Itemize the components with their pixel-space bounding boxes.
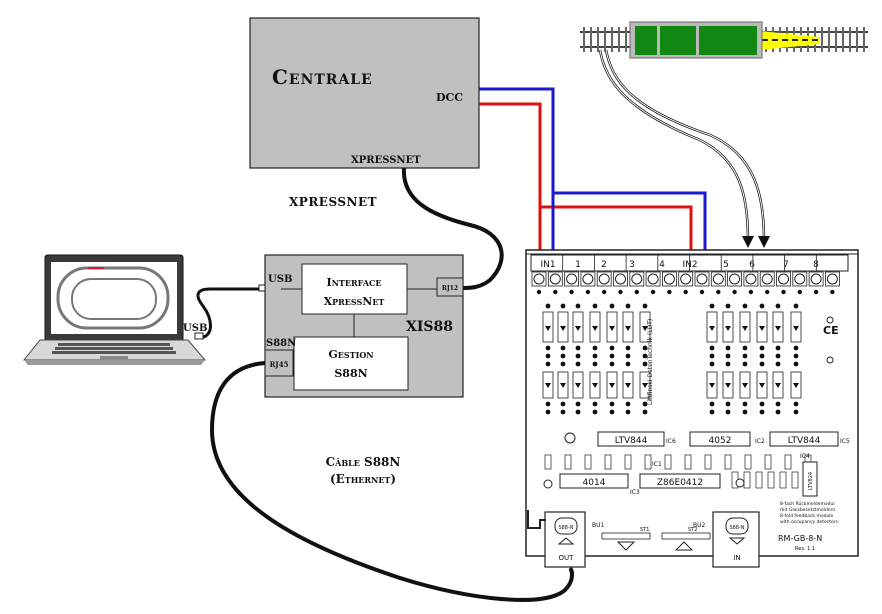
headlight-beam [760, 31, 820, 50]
terminal-label-6: 5 [723, 260, 729, 270]
jumper-st2: ST2 [661, 527, 711, 551]
chip-z86e0412: Z86E0412 [657, 478, 703, 488]
gestion-label-1: Gestion [328, 348, 373, 361]
centrale-xpressnet-label: XPRESSNET [351, 155, 421, 166]
model-label: RM-GB-8-N [778, 534, 822, 543]
ce-mark: CE [823, 324, 839, 337]
interface-label-2: XpressNet [324, 295, 385, 308]
detection-arrows [598, 49, 766, 241]
chip-4014: 4014 [583, 478, 606, 488]
terminal-label-5: IN2 [682, 260, 697, 270]
chip-ref-ic5: IC5 [840, 438, 850, 445]
rev-label: Rev. 1.1 [795, 546, 815, 552]
xpressnet-cable [401, 167, 504, 290]
in-label: IN [733, 554, 740, 562]
track-section [580, 21, 868, 59]
chip-ltv824: LTV824 [808, 472, 814, 490]
s88n-cable-label-2: (Ethernet) [330, 472, 396, 486]
arrow-head-2 [758, 236, 770, 248]
centrale-unit: Centrale DCC XPRESSNET [249, 17, 480, 169]
bu1-label: BU1 [592, 522, 605, 529]
desc-line-4: with occupancy detectors [780, 519, 839, 525]
xis88-name: XIS88 [406, 319, 453, 335]
gestion-label-2: S88N [334, 367, 367, 380]
svg-text:S88-N: S88-N [729, 525, 744, 531]
svg-text:ST2: ST2 [688, 527, 697, 533]
xis88-s88n-label: S88N [266, 338, 296, 349]
cable-xpressnet-label: XPRESSNET [289, 195, 377, 209]
dcc-label: DCC [436, 91, 463, 104]
chip-4052: 4052 [709, 436, 732, 446]
chip-ltv844-1: LTV844 [615, 436, 648, 446]
usb-cable [196, 287, 259, 340]
laptop [22, 254, 207, 365]
bu1-out-connector: S88-N OUT [544, 511, 586, 568]
bu2-in-connector: S88-N IN [712, 511, 760, 568]
jumper-st1: ST1 [601, 527, 651, 551]
interface-label-1: Interface [326, 276, 381, 289]
svg-text:S88-N: S88-N [558, 525, 573, 531]
terminal-label-0: IN1 [540, 260, 555, 270]
laptop-usb-label: USB [183, 323, 207, 334]
dcc-wires [479, 87, 707, 282]
chip-ref-ic4: IC4 [800, 453, 810, 460]
s88n-cable [209, 361, 574, 602]
desc-line-3: 8-fold feedback module [780, 513, 834, 519]
feedback-module-board: IN11234IN25678 LTV844 4052 LTV844 4014 Z… [525, 249, 859, 568]
terminal-label-1: 1 [575, 260, 581, 270]
chip-ltv844-2: LTV844 [788, 436, 821, 446]
out-label: OUT [559, 554, 575, 562]
rj12-label: RJ12 [442, 285, 458, 292]
terminal-label-2: 2 [601, 260, 607, 270]
svg-text:ST1: ST1 [640, 527, 649, 533]
chip-ref-ic1: IC1 [652, 461, 662, 468]
terminal-label-8: 7 [783, 260, 789, 270]
centrale-title: Centrale [272, 65, 373, 89]
xis88-usb-label: USB [268, 274, 292, 285]
desc-line-1: 8-fach Rückmeldemodul [780, 501, 835, 507]
s88n-cable-label-1: Câble S88N [326, 455, 401, 469]
chip-ref-ic6: IC6 [666, 438, 676, 445]
rj45-label: RJ45 [270, 360, 289, 369]
chip-ref-ic2: IC2 [755, 438, 765, 445]
xis88-unit: Interface XpressNet Gestion S88N RJ12 RJ… [258, 254, 464, 398]
bu2-label: BU2 [693, 522, 706, 529]
terminal-label-7: 6 [749, 260, 755, 270]
desc-line-2: mit Gleisbesetztmeldern [780, 507, 835, 513]
ldt-vertical-text: Littfinski DatenTechnik (LDT) [647, 319, 654, 405]
arrow-head-1 [742, 236, 754, 248]
terminal-label-3: 3 [629, 260, 635, 270]
track-layout-screen [56, 266, 170, 330]
terminal-label-4: 4 [659, 260, 665, 270]
chip-ref-ic3: IC3 [630, 489, 640, 496]
